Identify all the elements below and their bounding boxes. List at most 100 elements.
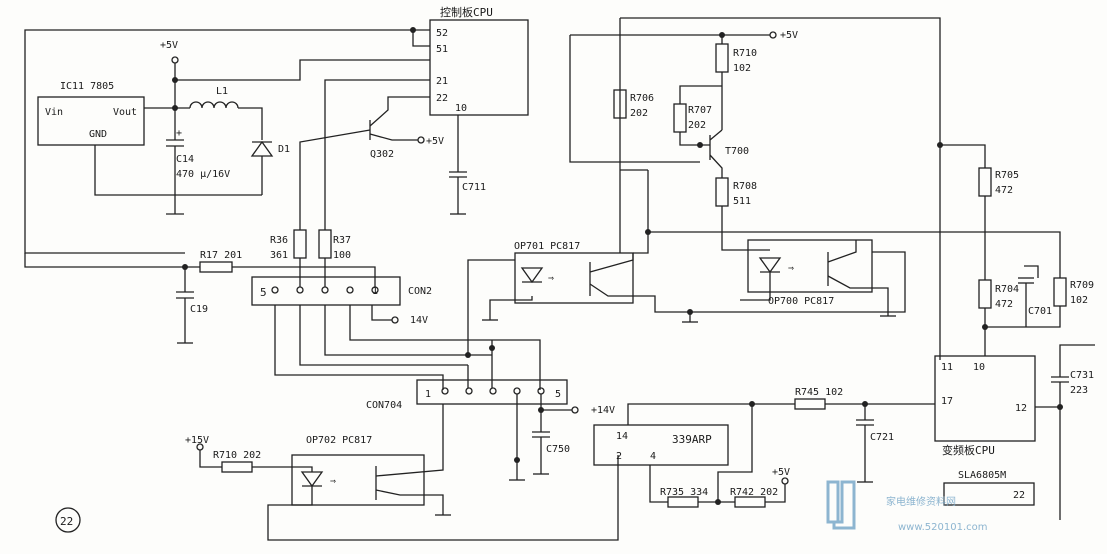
watermark: 家电维修资料网 www.520101.com [826,480,988,533]
r709-label: R709 [1070,280,1094,291]
op702-led [300,471,324,488]
d1-diode [250,140,274,157]
op702-label: OP702 PC817 [306,435,372,446]
c750-label: C750 [546,444,570,455]
pin-4-label: 4 [650,451,656,462]
r37-value: 100 [333,250,351,261]
watermark-logo-icon [826,480,856,530]
pin-2-label: 2 [616,451,622,462]
wire [765,484,786,503]
wire-pin51 [412,30,430,47]
figure-number-circle [55,507,81,533]
r745-resistor [794,398,826,410]
c14-value: 470 µ/16V [176,169,230,180]
bus-wire [349,305,541,390]
r709-value: 102 [1070,295,1088,306]
con704-pin [537,387,545,395]
r745-label: R745 102 [795,387,843,398]
con2-pin [271,286,279,294]
sla-pin-label: 22 [1013,490,1025,501]
con704-pin5-label: 5 [555,389,561,400]
wire-pin21 [324,79,430,230]
r706-value: 202 [630,108,648,119]
wire [721,206,770,251]
wire [232,266,376,287]
con2-pin5-label: 5 [260,286,267,299]
wire [627,403,795,425]
wire-14v [371,305,392,321]
op701-box [514,252,634,304]
watermark-title: 家电维修资料网 [886,495,956,508]
wire [647,200,1061,278]
pin-52-label: 52 [436,28,448,39]
r706-resistor [613,89,627,119]
sla6805m-box [943,482,1035,506]
c701-label: C701 [1028,306,1052,317]
wire [489,296,533,320]
wire-gnd [94,145,262,196]
wire [375,489,444,515]
r710a-value: 102 [733,63,751,74]
op701-arrows: ⇒ [548,273,554,284]
d1-label: D1 [278,144,290,155]
wire [740,272,771,301]
vout-label: Vout [113,107,137,118]
wire [717,404,753,500]
terminal [171,56,179,64]
op700-box [747,239,873,293]
r707-resistor [673,103,687,133]
r37-resistor [318,229,332,259]
control-cpu-box [429,19,529,116]
v14-label-a: 14V [410,315,428,326]
pin-14-label: 14 [616,431,628,442]
plus5v-label-b: +5V [426,136,444,147]
wire-top [620,17,941,360]
r710a-resistor [715,43,729,73]
ic11-label: IC11 7805 [60,81,114,92]
terminal [781,477,789,485]
wire [238,107,263,140]
con2-pin [296,286,304,294]
op702-box [291,454,425,506]
wire [589,253,634,273]
wire [633,251,906,313]
con704-label: CON704 [366,400,402,411]
wire [199,450,222,468]
wire [252,466,313,472]
op702-arrows: ⇒ [330,476,336,487]
con2-label: CON2 [408,286,432,297]
c721-label: C721 [870,432,894,443]
r17-resistor [199,261,233,273]
wire [649,465,668,503]
inverter-cpu-label: 变频板CPU [942,443,995,457]
wire [1024,265,1039,278]
terminal [417,136,425,144]
inverter-cpu-box [934,355,1036,442]
junction [172,77,178,83]
pin-21-label: 21 [436,76,448,87]
pin-10-label: 10 [455,103,467,114]
r710b-label: R710 202 [213,450,261,461]
con2-pin1-label: 1 [372,286,378,297]
wire [267,455,619,541]
watermark-url: www.520101.com [898,522,988,533]
plus5v-label-d: +5V [772,467,790,478]
wire-to-op701 [467,259,515,355]
figure-number: 22 [60,515,73,528]
con2-pin [321,286,329,294]
pin-10b-label: 10 [973,362,985,373]
c731-label: C731 [1070,370,1094,381]
r36-label: R36 [270,235,288,246]
sla-label: SLA6805M [958,470,1006,481]
r710b-resistor [221,461,253,473]
bus-wire [324,305,492,356]
r705-value: 472 [995,185,1013,196]
wire [679,132,710,146]
r707-value: 202 [688,120,706,131]
pin-51-label: 51 [436,44,448,55]
r704-resistor [978,279,992,309]
wire-q302-r36 [299,129,371,230]
r705-resistor [978,167,992,197]
op700-led [758,257,782,274]
